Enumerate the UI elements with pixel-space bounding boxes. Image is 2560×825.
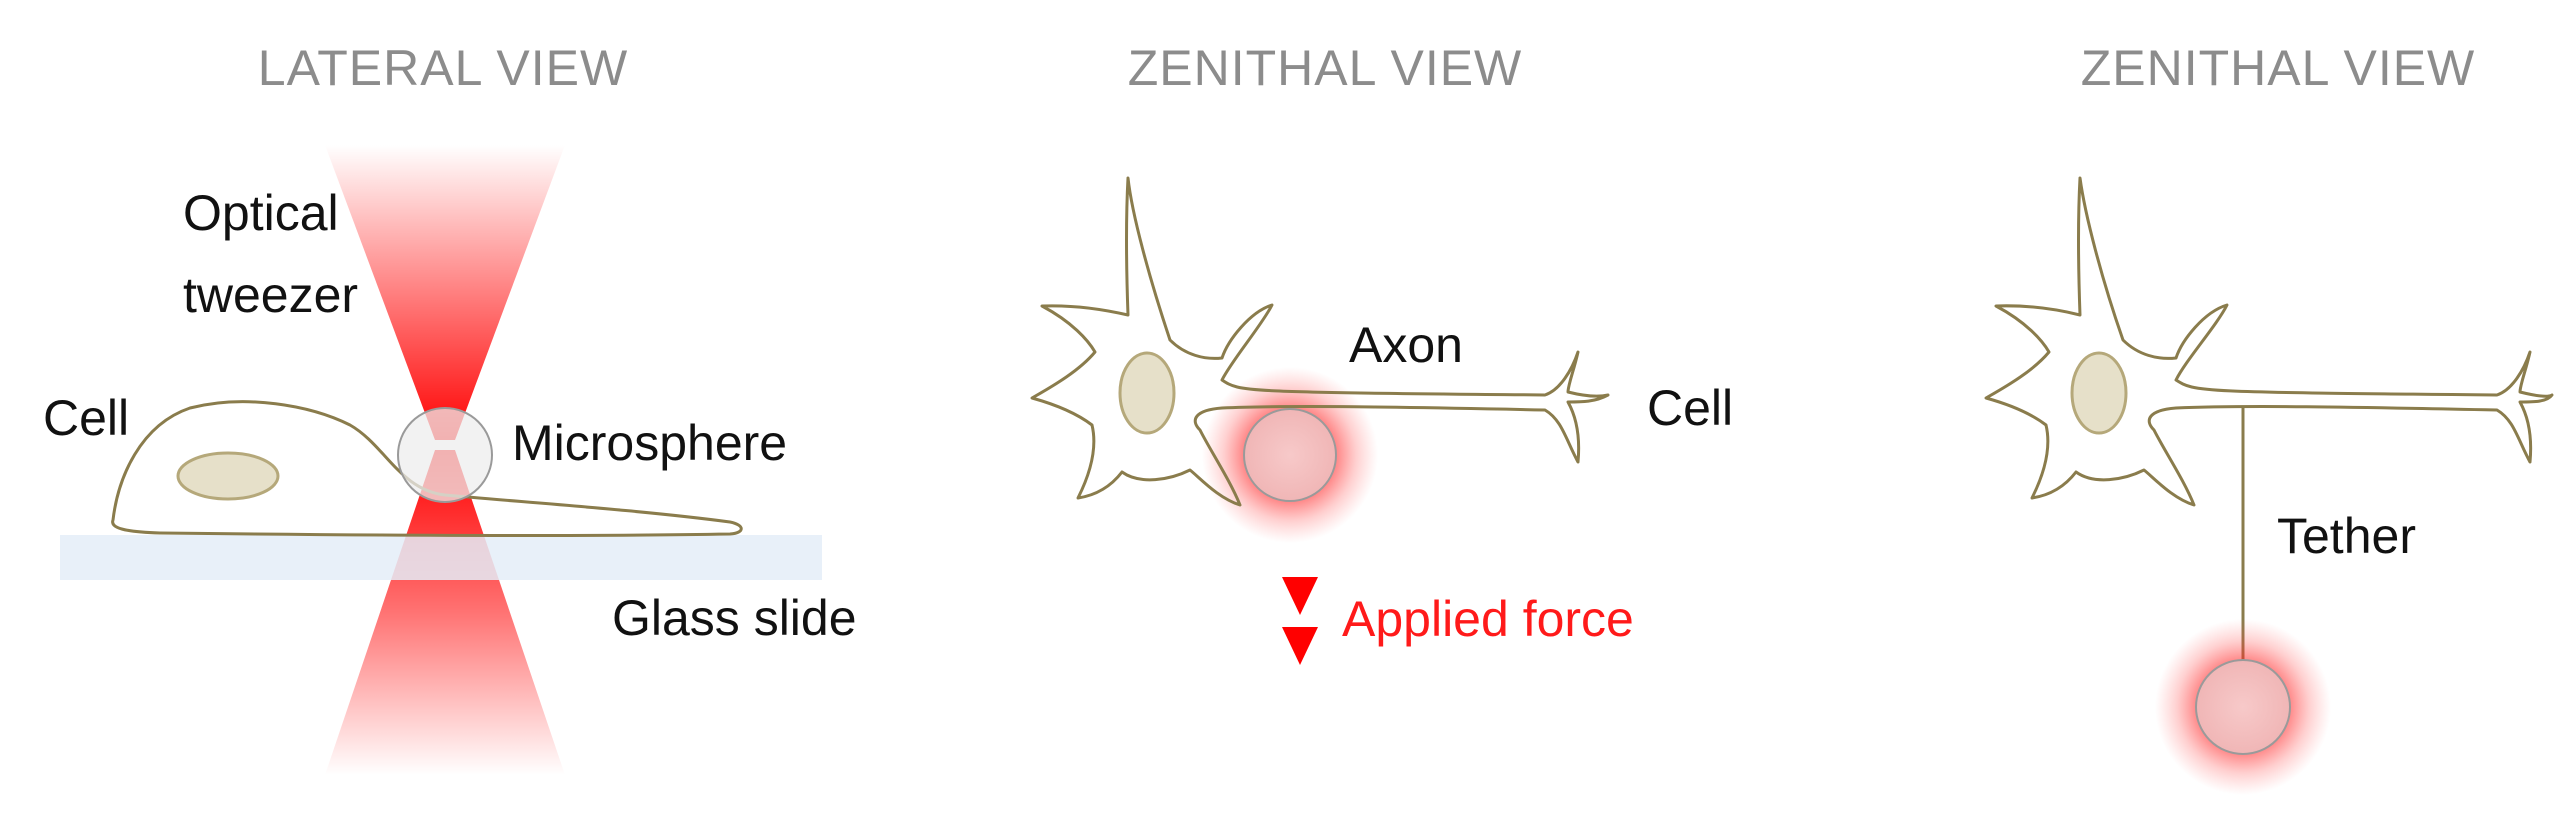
cell-outline-lateral xyxy=(111,400,743,538)
laser-beam-bottom xyxy=(325,450,565,775)
neuron-nucleus-1 xyxy=(1118,351,1176,435)
microsphere-zenithal-2 xyxy=(2195,659,2291,755)
lateral-view-title: LATERAL VIEW xyxy=(258,40,628,96)
microsphere-lateral xyxy=(397,407,493,503)
neuron-nucleus-2 xyxy=(2070,351,2128,435)
zenithal-view-panel-2: ZENITHAL VIEW Tether xyxy=(1984,40,2554,795)
glass-slide xyxy=(60,535,822,580)
zenithal-view-title-1: ZENITHAL VIEW xyxy=(1128,40,1523,96)
cell-nucleus-lateral xyxy=(176,451,280,501)
tether-label: Tether xyxy=(2277,508,2416,564)
lateral-view-panel: LATERAL VIEW Optical tweezer Cell Micros… xyxy=(43,40,857,775)
cell-label-lateral: Cell xyxy=(43,390,129,446)
zenithal-view-panel-1: ZENITHAL VIEW Axon Cell Applied force xyxy=(1030,40,1733,665)
laser-beam-top xyxy=(325,145,565,440)
optical-tweezer-label-line2: tweezer xyxy=(183,267,358,323)
neuron-outline-1 xyxy=(1030,176,1610,507)
applied-force-label: Applied force xyxy=(1342,591,1634,647)
force-arrow-icon-bottom xyxy=(1282,627,1318,665)
microsphere-label: Microsphere xyxy=(512,415,787,471)
optical-tweezer-label-line1: Optical xyxy=(183,185,339,241)
axon-label: Axon xyxy=(1349,317,1463,373)
microsphere-zenithal-1 xyxy=(1243,408,1337,502)
neuron-outline-2 xyxy=(1984,176,2554,507)
force-arrow-icon-top xyxy=(1282,577,1318,615)
zenithal-view-title-2: ZENITHAL VIEW xyxy=(2081,40,2476,96)
cell-label-zenithal: Cell xyxy=(1647,380,1733,436)
glass-slide-label: Glass slide xyxy=(612,590,857,646)
